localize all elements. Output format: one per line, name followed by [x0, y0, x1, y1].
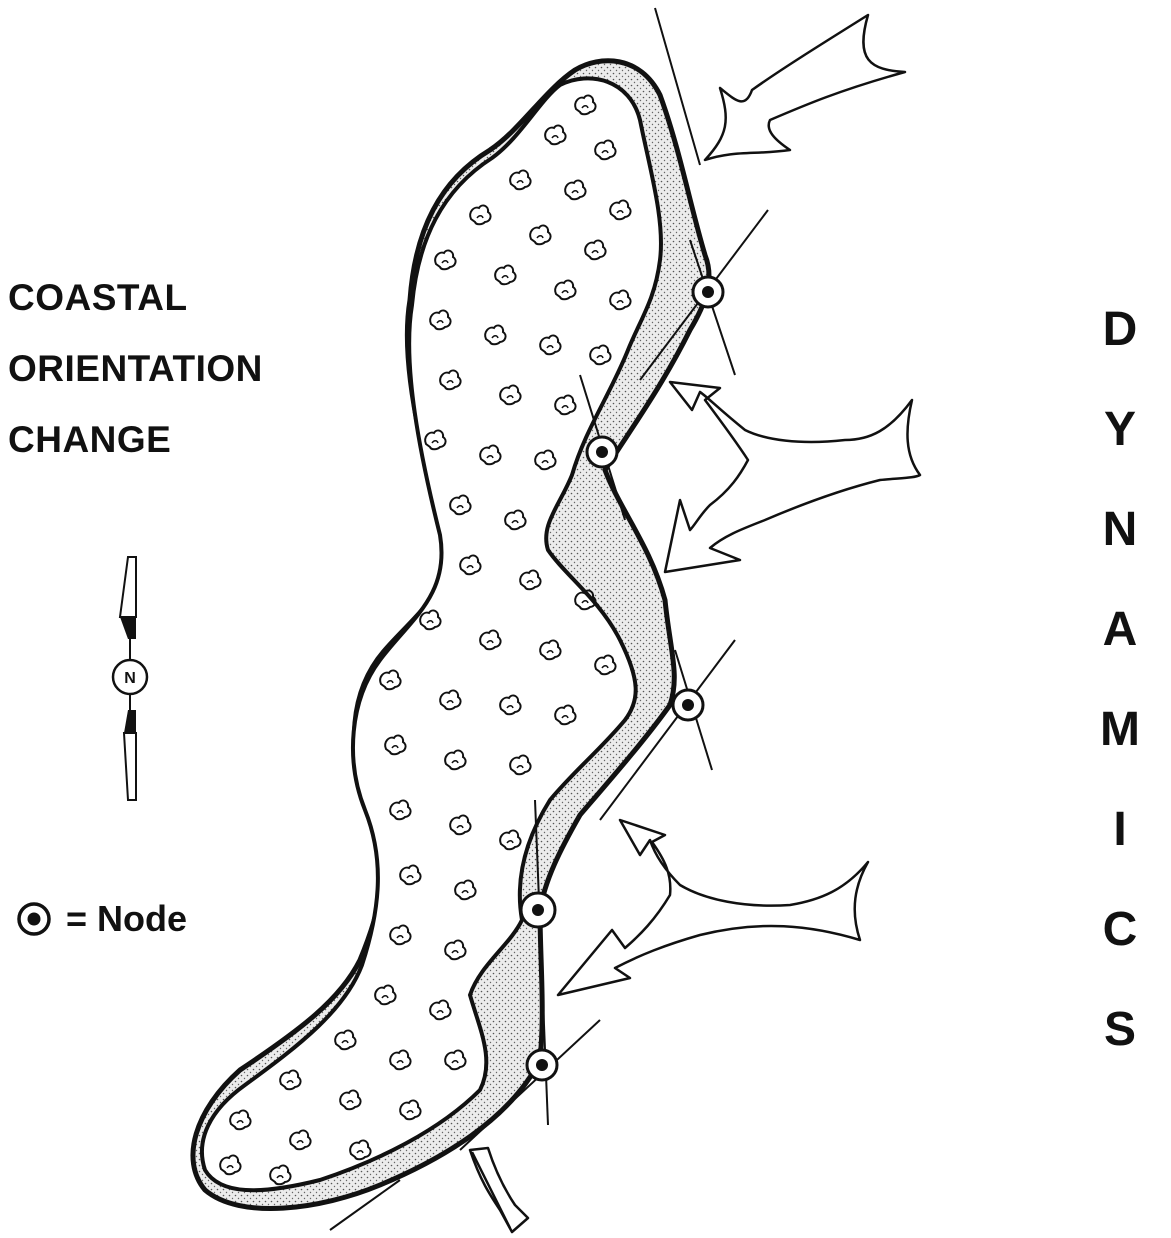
node-marker — [521, 893, 555, 927]
title-line-1: COASTAL — [8, 262, 263, 333]
vegetated-land — [202, 78, 661, 1190]
wave-arrow-lower-split — [558, 820, 868, 995]
letter-c: C — [1103, 880, 1138, 980]
letter-n: N — [1103, 480, 1138, 580]
legend-label: = Node — [66, 898, 187, 940]
node-marker — [693, 277, 723, 307]
letter-y: Y — [1104, 380, 1136, 480]
legend: = Node — [14, 898, 187, 940]
north-letter: N — [124, 670, 136, 687]
letter-s: S — [1104, 980, 1136, 1080]
letter-i: I — [1113, 780, 1126, 880]
wave-arrow-bottom — [470, 1148, 528, 1232]
node-symbol-icon — [14, 899, 54, 939]
title-line-3: CHANGE — [8, 404, 263, 475]
wave-arrow-upper-split — [665, 382, 920, 572]
node-marker — [587, 437, 617, 467]
node-marker — [673, 690, 703, 720]
wave-arrow-top — [705, 15, 905, 160]
coastal-orientation-change-label: COASTAL ORIENTATION CHANGE — [8, 262, 263, 475]
title-line-2: ORIENTATION — [8, 333, 263, 404]
north-arrow-icon: N — [108, 555, 152, 803]
letter-a: A — [1103, 580, 1138, 680]
node-marker — [527, 1050, 557, 1080]
dynamics-vertical-word: D Y N A M I C S — [1090, 280, 1150, 1080]
letter-m: M — [1100, 680, 1140, 780]
letter-d: D — [1103, 280, 1138, 380]
north-arrow: N — [108, 555, 152, 803]
